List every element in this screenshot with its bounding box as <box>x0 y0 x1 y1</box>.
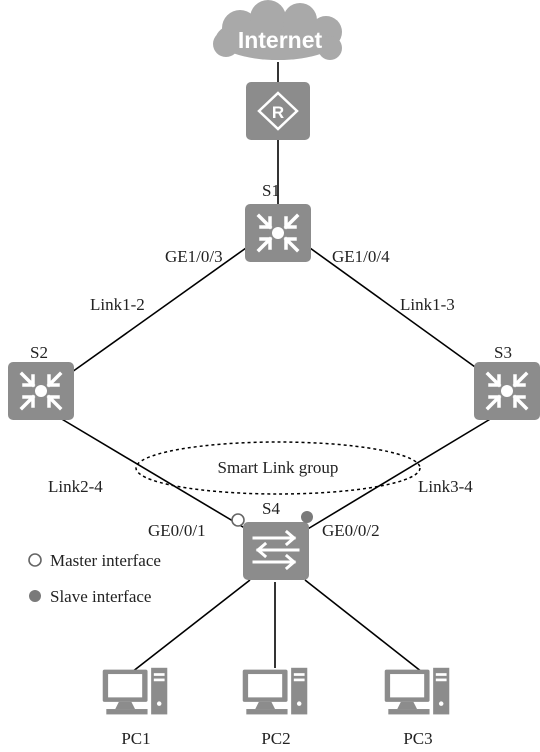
router-icon: R <box>246 82 310 140</box>
legend-master-label: Master interface <box>50 551 161 570</box>
pc2-icon <box>242 667 308 715</box>
link-s4-pc3 <box>304 579 423 673</box>
legend-slave-label: Slave interface <box>50 587 151 606</box>
link3-4-line <box>305 417 493 531</box>
slave-interface-marker <box>301 511 313 523</box>
legend-slave-marker <box>29 590 41 602</box>
s3-switch-icon <box>474 362 540 420</box>
link3-4-label: Link3-4 <box>418 477 473 496</box>
link1-3-line <box>309 247 483 373</box>
pc1-label: PC1 <box>121 729 150 748</box>
link2-4-label: Link2-4 <box>48 477 103 496</box>
s4-switch-icon <box>243 522 309 580</box>
smart-link-group-label: Smart Link group <box>218 458 339 477</box>
internet-label: Internet <box>238 27 323 53</box>
link1-3-label: Link1-3 <box>400 295 455 314</box>
pc1-icon <box>102 667 168 715</box>
link1-2-label: Link1-2 <box>90 295 145 314</box>
s4-label: S4 <box>262 499 280 518</box>
router-glyph: R <box>272 103 284 122</box>
s1-right-interface-label: GE1/0/4 <box>332 247 390 266</box>
s2-label: S2 <box>30 343 48 362</box>
s4-left-interface-label: GE0/0/1 <box>148 521 206 540</box>
legend-master-marker <box>28 553 42 567</box>
s2-switch-icon <box>8 362 74 420</box>
link-s4-pc1 <box>131 579 251 673</box>
smart-link-group-ellipse <box>135 441 421 495</box>
s4-right-interface-label: GE0/0/2 <box>322 521 380 540</box>
link2-4-line <box>59 417 249 531</box>
s1-left-interface-label: GE1/0/3 <box>165 247 223 266</box>
pc3-label: PC3 <box>403 729 432 748</box>
s1-label: S1 <box>262 181 280 200</box>
pc3-icon <box>384 667 450 715</box>
s3-label: S3 <box>494 343 512 362</box>
pc2-label: PC2 <box>261 729 290 748</box>
link1-2-line <box>71 247 247 373</box>
connection-lines <box>59 62 493 673</box>
s1-switch-icon <box>245 204 311 262</box>
master-interface-marker <box>231 513 245 527</box>
cloud-icon: Internet <box>213 0 342 60</box>
